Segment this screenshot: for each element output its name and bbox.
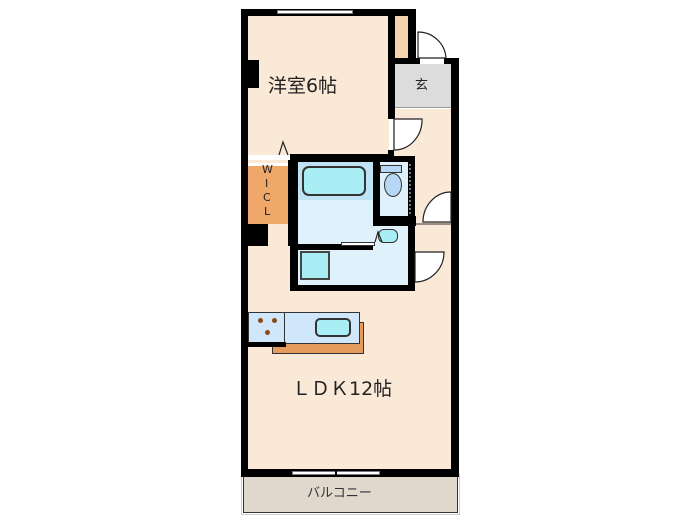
corridor-divider — [408, 216, 416, 226]
wic-label-c: C — [263, 191, 271, 204]
bath-door-sill — [341, 242, 375, 246]
wic-label-w: W — [262, 163, 273, 176]
wic-label-i: I — [265, 177, 269, 190]
western-room-label: 洋室6帖 — [268, 75, 338, 97]
inner-wall-western — [388, 9, 395, 119]
western-room-door-icon — [393, 118, 423, 151]
wash-basin — [378, 229, 398, 243]
wall-left — [241, 9, 248, 476]
kitchen-sink — [315, 318, 351, 337]
western-room-bottom-wall — [290, 154, 394, 160]
entrance-top-wall — [395, 58, 420, 64]
wall-right-lower — [451, 58, 459, 477]
balcony — [241, 474, 460, 515]
entrance-floor — [395, 64, 451, 108]
wic-label-l: L — [264, 205, 271, 218]
western-room-floor — [248, 15, 389, 155]
kitchen-wall — [248, 342, 286, 347]
wic-right — [288, 160, 293, 246]
walk-in-closet — [248, 163, 290, 224]
stove-burner-icon — [265, 330, 270, 335]
bathtub — [302, 166, 366, 196]
stove-burner-icon — [272, 318, 277, 323]
washing-machine-pan — [300, 251, 330, 280]
kitchen-stove — [248, 312, 285, 344]
ldk-label: ＬＤＫ12帖 — [292, 378, 393, 400]
storage-closet — [395, 15, 408, 58]
wic-door-marker — [278, 140, 289, 156]
bath-door-marker — [374, 230, 383, 243]
toilet-door-icon — [422, 191, 452, 223]
toilet-bowl — [384, 173, 402, 197]
wall-right-upper — [408, 9, 416, 60]
balcony-label: バルコニー — [307, 486, 372, 501]
pillar — [241, 60, 259, 88]
wic-bottom — [248, 224, 268, 246]
entrance-door-icon — [417, 31, 447, 59]
entrance-wall-top — [444, 58, 459, 64]
toilet-tank — [380, 165, 402, 173]
entrance-label: 玄 — [415, 78, 429, 93]
stove-burner-icon — [258, 318, 263, 323]
washroom-door-icon — [414, 251, 445, 283]
window-mullion — [335, 470, 337, 476]
window-top — [277, 10, 353, 14]
